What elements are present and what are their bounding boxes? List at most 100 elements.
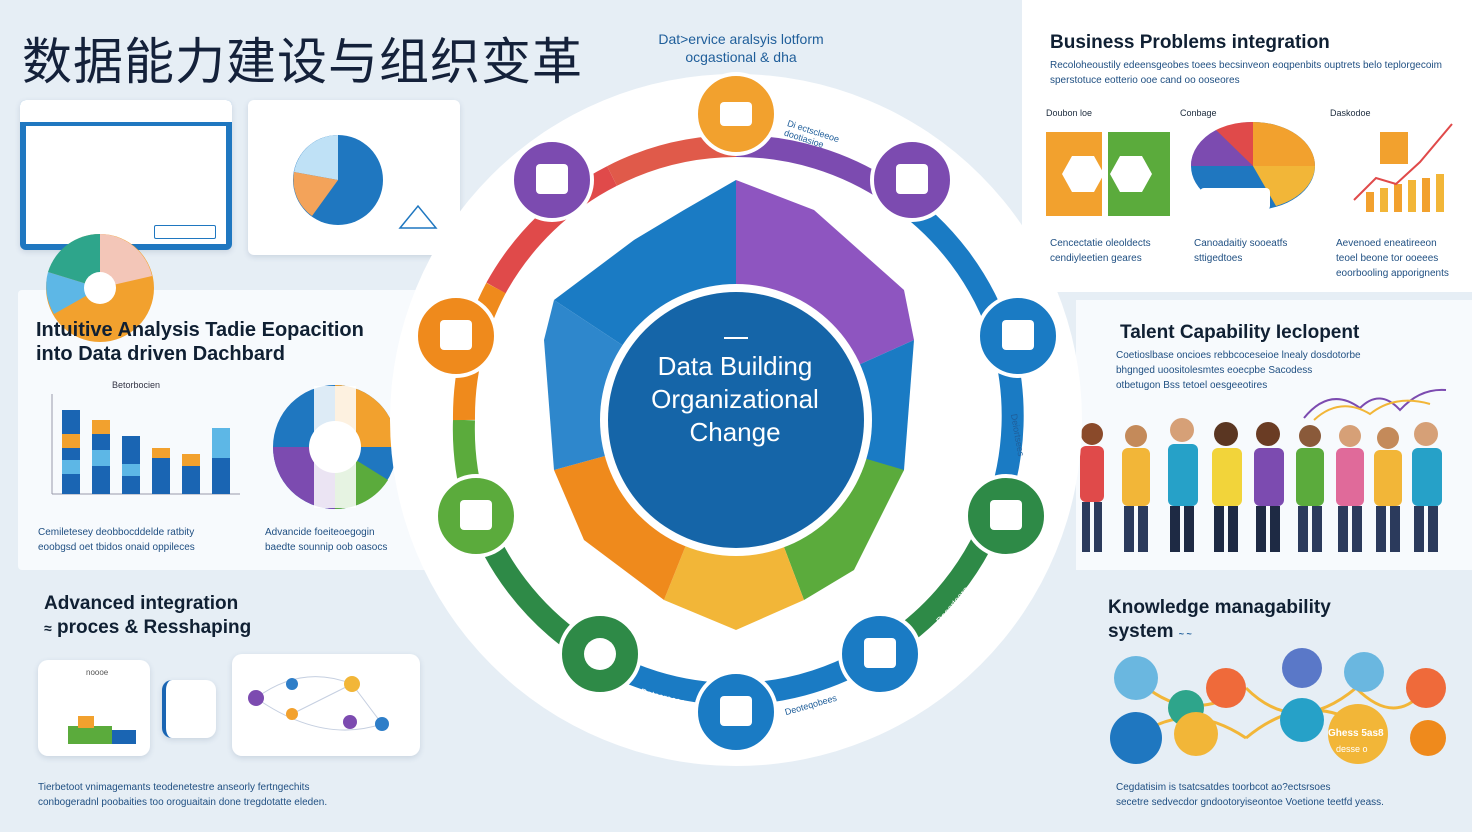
bar-group-5 [182, 454, 200, 494]
talent-desc: Coetioslbase oncioes rebbcoceseioe lneal… [1116, 348, 1456, 393]
left-caption-2-line-1: Advancide foeiteoegogin [265, 527, 375, 538]
knowledge-node-4 [1206, 668, 1246, 708]
pie-hole [84, 272, 116, 304]
bottom-left-title-text: proces & Resshaping [56, 617, 252, 638]
process-card-2[interactable] [162, 680, 216, 738]
gear-group-icon [720, 102, 752, 126]
subtitle-line-2: ocgastional & dha [685, 49, 797, 65]
knowledge-node-8 [1344, 652, 1384, 692]
process-card-block-green [68, 726, 112, 744]
col1-caption-line-2: cendiyleetien geares [1050, 253, 1142, 264]
top-right-growth-chart [1353, 123, 1453, 212]
bottom-left-footer: Tierbetoot vnimagemants teodenetestre an… [38, 780, 458, 810]
knowledge-node-10 [1406, 668, 1446, 708]
center-title-line-3: Change [689, 417, 781, 447]
col1-label: Doubon loe [1046, 108, 1093, 118]
bar-group-2 [92, 420, 110, 494]
knowledge-title-text: system [1108, 621, 1174, 642]
pie-slice-peach [100, 234, 152, 288]
left-caption-1-line-1: Cemiletesey deobbocddelde ratbity [38, 527, 195, 538]
bottom-left-title: Advanced integration ≈ proces & Resshapi… [44, 592, 251, 640]
col2-label: Conbage [1180, 108, 1217, 118]
knowledge-bubble-label-1: Ghess 5as8 [1328, 728, 1384, 739]
process-network-card[interactable] [232, 654, 420, 756]
thumbnail-2-mini-chart [398, 204, 438, 229]
top-right-desc-line-1: Recoloheoustily edeensgeobes toees becsi… [1050, 60, 1442, 71]
left-caption-1-line-2: eoobgsd oet tbidos onaid oppileces [38, 542, 195, 553]
bottom-left-title-line-1: Advanced integration [44, 593, 239, 614]
dashboard-icon [460, 500, 492, 530]
knowledge-footer: Cegdatisim is tsatcsatdes toorbcot ao?ec… [1116, 780, 1456, 810]
bar-group-4 [152, 448, 170, 494]
person-1 [1080, 423, 1104, 552]
person-4 [1212, 422, 1242, 552]
flowchart-icon [440, 320, 472, 350]
people-icon [720, 696, 752, 726]
talent-desc-line-3: otbetugon Bss tetoel oesgeeotires [1116, 380, 1268, 391]
center-title-line-2: Organizational [651, 384, 819, 414]
page-subtitle: Dat>ervice aralsyis lotform ocgastional … [636, 30, 846, 66]
col3-label: Daskodoe [1330, 108, 1371, 118]
knowledge-footer-line-2: secetre sedvecdor gndootoryiseontoe Voet… [1116, 797, 1384, 808]
left-caption-2-line-2: baedte sounnip oob oasocs [265, 542, 388, 553]
thumbnail-1-header [20, 100, 232, 122]
pie-slice-teal [48, 233, 100, 288]
center-title-line-1: Data Building [657, 351, 813, 381]
col2-caption: Canoadaitiy sooeatfs sttigedtoes [1194, 236, 1324, 266]
chart-icon [896, 164, 928, 194]
process-card-block-blue [112, 730, 136, 744]
person-3 [1168, 418, 1198, 552]
process-card-label: noooe [86, 668, 109, 677]
knowledge-bubble-label-2: desse o [1336, 744, 1368, 754]
bar-group-3 [122, 436, 140, 494]
left-title-line-1: Intuitive Analysis Tadie Eopacition [36, 319, 364, 341]
talent-network-line [1303, 388, 1447, 421]
pie-slice-lightblue [46, 272, 100, 314]
knowledge-title: Knowledge managability system ~ ~ [1108, 596, 1331, 646]
person-6 [1296, 425, 1324, 552]
person-8 [1374, 427, 1402, 552]
thumbnail-1-button[interactable] [154, 225, 216, 239]
page-title: 数据能力建设与组织变革 [22, 34, 583, 90]
thumbnail-1-pie [46, 233, 154, 342]
dashboard-thumbnail-2[interactable] [248, 100, 460, 255]
knowledge-title-line-1: Knowledge managability [1108, 597, 1331, 618]
talent-title: Talent Capability Ieclopent [1120, 322, 1360, 343]
top-right-title: Business Problems integration [1050, 32, 1330, 53]
left-panel-title: Intuitive Analysis Tadie Eopacition into… [36, 318, 364, 366]
col3-caption: Aevenoed eneatireeon teoel beone tor ooe… [1336, 236, 1466, 281]
left-caption-2: Advancide foeiteoegogin baedte sounnip o… [265, 525, 425, 555]
left-donut-chart [273, 385, 397, 510]
subtitle-line-1: Dat>ervice aralsyis lotform [658, 31, 824, 47]
knowledge-footer-line-1: Cegdatisim is tsatcsatdes toorbcot ao?ec… [1116, 782, 1331, 793]
col2-caption-line-1: Canoadaitiy sooeatfs [1194, 238, 1288, 249]
center-disc [608, 292, 864, 548]
workflow-icon [990, 500, 1022, 530]
col1-caption: Cencectatie oleoldects cendiyleetien gea… [1050, 236, 1180, 266]
person-9 [1412, 422, 1442, 552]
team-icon [864, 638, 896, 668]
col3-caption-line-1: Aevenoed eneatireeon [1336, 238, 1437, 249]
process-card-1[interactable]: noooe [38, 660, 150, 756]
knowledge-node-11 [1410, 720, 1446, 756]
col3-caption-line-2: teoel beone tor ooeees [1336, 253, 1439, 264]
dashboard-thumbnail-1[interactable] [20, 100, 232, 342]
pie2-slice-light [294, 135, 338, 180]
bottom-left-title-line-2: ≈ proces & Resshaping [44, 616, 251, 640]
node-glyphs [440, 102, 1034, 726]
knowledge-node-2 [1110, 712, 1162, 764]
knowledge-title-line-2: system ~ ~ [1108, 620, 1331, 646]
top-right-desc: Recoloheoustily edeensgeobes toees becsi… [1050, 58, 1460, 88]
knowledge-network [1110, 648, 1446, 764]
knowledge-node-9 [1328, 704, 1388, 764]
col2-caption-line-2: sttigedtoes [1194, 253, 1243, 264]
thumbnail-1-body [26, 126, 226, 244]
talent-desc-line-1: Coetioslbase oncioes rebbcoceseioe lneal… [1116, 350, 1361, 361]
knowledge-node-6 [1282, 648, 1322, 688]
network-icon [584, 638, 616, 670]
document-icon [536, 164, 568, 194]
central-wheel [390, 72, 1082, 766]
talent-desc-line-2: bhgnged uoositolesmtes eoecpbe Sacodess [1116, 365, 1313, 376]
bottom-left-prefix: ≈ [44, 620, 52, 636]
monitor-icon [1002, 320, 1034, 350]
